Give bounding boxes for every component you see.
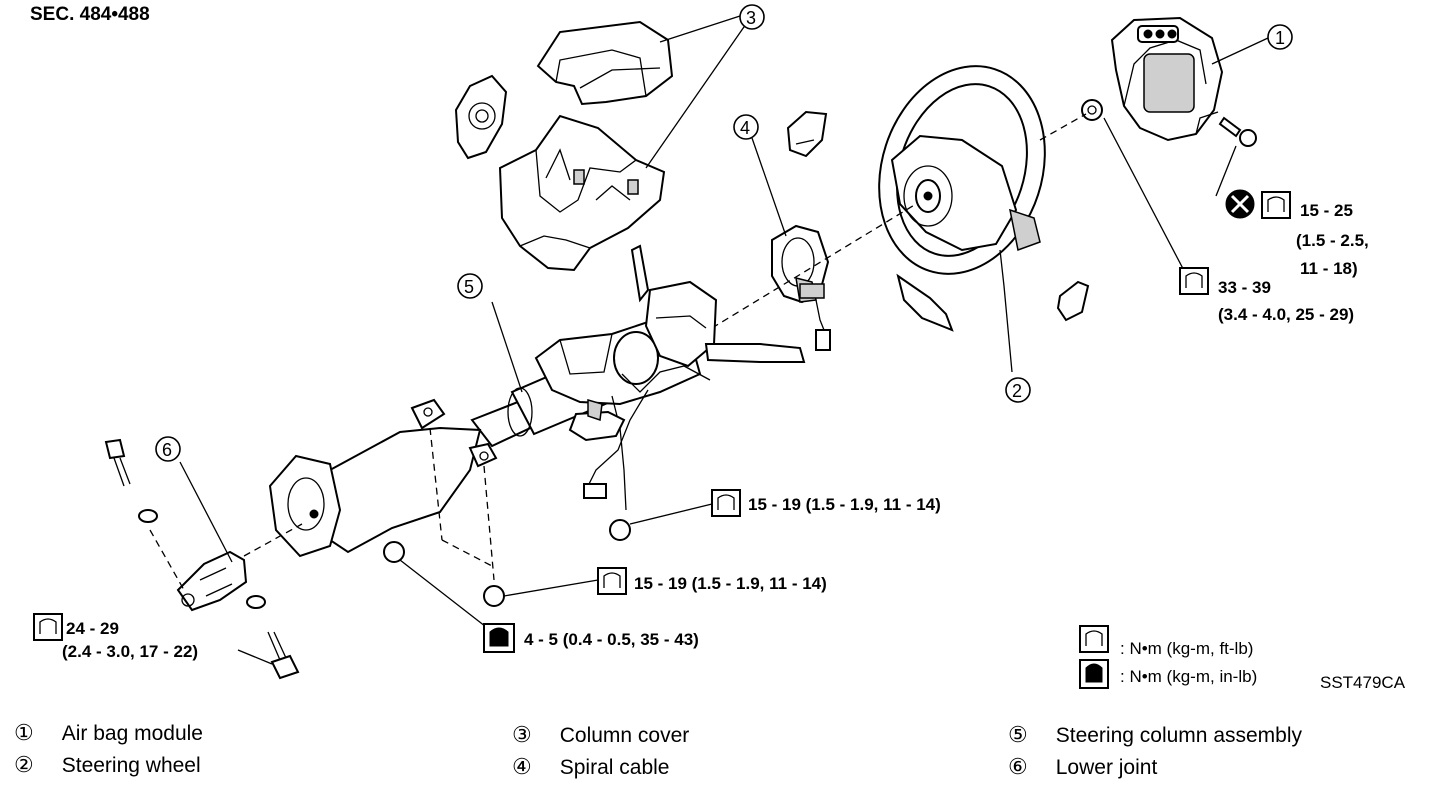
svg-text:15 - 19 (1.5 - 1.9, 11 - 14): 15 - 19 (1.5 - 1.9, 11 - 14) [748, 495, 941, 514]
legend-num-3: ③ [512, 722, 532, 747]
svg-text:(3.4 - 4.0, 25 - 29): (3.4 - 4.0, 25 - 29) [1218, 305, 1354, 324]
column-cover-drawing [454, 20, 674, 272]
torque-column-nut-lower: 15 - 19 (1.5 - 1.9, 11 - 14) [597, 567, 827, 595]
steering-column-assembly-drawing [268, 244, 806, 607]
section-label: SEC. 484•488 [30, 4, 150, 25]
diagram-code: SST479CA [1320, 673, 1406, 692]
legend-label-5: Steering column assembly [1055, 724, 1303, 747]
legend-item-2: ② Steering wheel [14, 752, 201, 778]
torque-lower-joint: 24 - 29 (2.4 - 3.0, 17 - 22) [33, 613, 198, 661]
torque-column-nut-upper: 15 - 19 (1.5 - 1.9, 11 - 14) [711, 489, 941, 517]
torque-bracket-nut: 4 - 5 (0.4 - 0.5, 35 - 43) [483, 623, 699, 653]
callout-5: 5 [464, 277, 474, 297]
lower-joint-drawing [104, 438, 300, 680]
legend-label-3: Column cover [559, 724, 690, 747]
svg-text:: N•m (kg-m, ft-lb): : N•m (kg-m, ft-lb) [1120, 639, 1253, 658]
svg-text:11 - 18): 11 - 18) [1300, 259, 1358, 278]
units-key: : N•m (kg-m, ft-lb) : N•m (kg-m, in-lb) … [1079, 625, 1406, 692]
legend-label-1: Air bag module [61, 722, 203, 745]
legend-item-6: ⑥ Lower joint [1008, 754, 1157, 780]
legend-label-2: Steering wheel [61, 754, 201, 777]
svg-text:4 - 5 (0.4 - 0.5, 35 - 43): 4 - 5 (0.4 - 0.5, 35 - 43) [524, 630, 699, 649]
callout-3: 3 [746, 8, 756, 28]
legend-num-1: ① [14, 720, 34, 745]
callout-4: 4 [740, 118, 750, 138]
callout-2: 2 [1012, 381, 1022, 401]
svg-text:15 - 19 (1.5 - 1.9, 11 - 14): 15 - 19 (1.5 - 1.9, 11 - 14) [634, 574, 827, 593]
svg-text:: N•m (kg-m, in-lb): : N•m (kg-m, in-lb) [1120, 667, 1257, 686]
air-bag-module-drawing [1110, 16, 1257, 197]
callout-1: 1 [1275, 28, 1285, 48]
torque-airbag-bolt: 15 - 25 (1.5 - 2.5, 11 - 18) [1225, 189, 1369, 278]
legend-item-5: ⑤ Steering column assembly [1008, 722, 1302, 748]
svg-text:33 - 39: 33 - 39 [1218, 278, 1271, 297]
legend-num-2: ② [14, 752, 34, 777]
spiral-cable-drawing [771, 110, 831, 351]
svg-text:(1.5 - 2.5,: (1.5 - 2.5, [1296, 231, 1369, 250]
legend-item-1: ① Air bag module [14, 720, 203, 746]
legend-label-6: Lower joint [1055, 756, 1158, 779]
svg-text:15 - 25: 15 - 25 [1300, 201, 1353, 220]
svg-text:(2.4 - 3.0, 17 - 22): (2.4 - 3.0, 17 - 22) [62, 642, 198, 661]
legend-num-4: ④ [512, 754, 532, 779]
steering-wheel-drawing [878, 65, 1103, 373]
torque-wheel-nut: 33 - 39 (3.4 - 4.0, 25 - 29) [1179, 267, 1354, 324]
legend-item-4: ④ Spiral cable [512, 754, 669, 780]
legend-item-3: ③ Column cover [512, 722, 689, 748]
legend-num-6: ⑥ [1008, 754, 1028, 779]
legend-label-4: Spiral cable [559, 756, 670, 779]
svg-text:24 - 29: 24 - 29 [66, 619, 119, 638]
parts-legend: ① Air bag module ② Steering wheel ③ Column … [0, 716, 1456, 786]
callout-6: 6 [162, 440, 172, 460]
legend-num-5: ⑤ [1008, 722, 1028, 747]
